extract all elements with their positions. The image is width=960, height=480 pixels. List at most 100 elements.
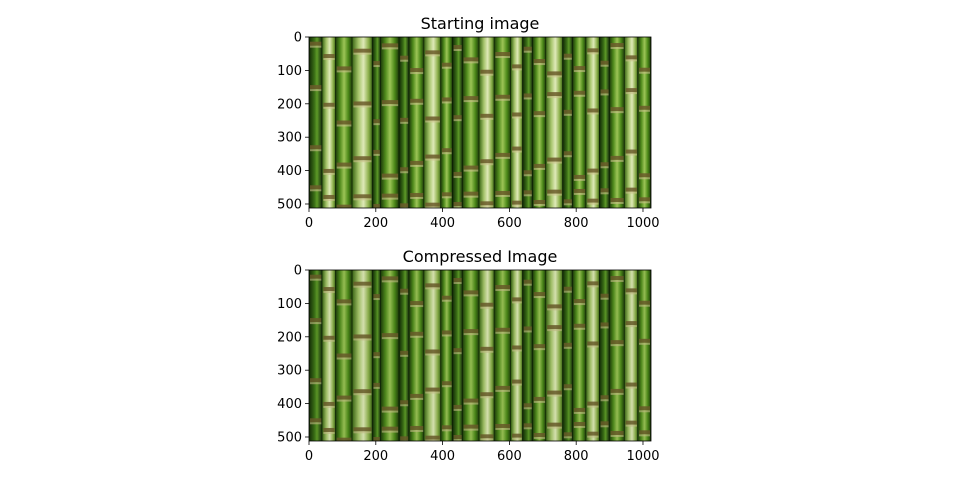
bamboo-node: [523, 170, 532, 175]
bamboo-node: [547, 304, 562, 309]
bamboo-node-highlight: [441, 66, 452, 69]
bamboo-stalk: [494, 37, 512, 208]
bamboo-node-highlight: [600, 297, 609, 300]
bamboo-stalk: [562, 37, 573, 208]
bamboo-stalk: [462, 37, 480, 208]
bamboo-node: [336, 437, 352, 441]
bamboo-node: [480, 392, 494, 397]
bamboo-node: [523, 93, 532, 98]
bamboo-node: [410, 393, 424, 398]
bamboo-stalk: [440, 270, 453, 441]
bamboo-node: [625, 420, 637, 425]
bamboo-node-highlight: [523, 194, 532, 197]
bamboo-node-highlight: [453, 282, 462, 285]
bamboo-node-highlight: [563, 436, 572, 439]
bamboo-node-highlight: [610, 392, 624, 395]
y-tick-label: 500: [277, 197, 302, 212]
bamboo-node: [381, 173, 399, 178]
axes-frame: [308, 269, 652, 442]
bamboo-node-highlight: [453, 119, 462, 122]
bamboo-node-highlight: [600, 192, 609, 195]
bamboo-node-highlight: [512, 383, 522, 386]
bamboo-node: [533, 432, 546, 437]
bamboo-node: [523, 403, 532, 408]
bamboo-node-highlight: [381, 104, 399, 107]
bamboo-stalk: [511, 270, 523, 441]
bamboo-stalk: [572, 270, 587, 441]
bamboo-node-highlight: [463, 100, 479, 103]
bamboo-node-highlight: [563, 57, 572, 60]
bamboo-node: [587, 108, 599, 113]
bamboo-stalk: [599, 270, 610, 441]
bamboo-node: [353, 389, 372, 394]
bamboo-node: [353, 334, 372, 339]
bamboo-node: [410, 425, 424, 430]
x-tick-label: 400: [430, 449, 455, 464]
bamboo-node-highlight: [453, 438, 462, 441]
bamboo-node-highlight: [625, 92, 637, 95]
bamboo-node-highlight: [563, 346, 572, 349]
bamboo-node-highlight: [547, 193, 562, 196]
bamboo-node: [323, 54, 335, 59]
bamboo-stalk: [424, 37, 441, 208]
bamboo-node: [573, 421, 586, 426]
bamboo-node: [512, 146, 522, 151]
bamboo-node: [523, 190, 532, 195]
bamboo-node-highlight: [547, 426, 562, 429]
bamboo-node: [533, 396, 546, 401]
bamboo-node-highlight: [563, 388, 572, 391]
bamboo-node: [400, 167, 409, 172]
bamboo-node-highlight: [323, 339, 335, 342]
bamboo-node-highlight: [512, 150, 522, 153]
bamboo-node: [547, 71, 562, 76]
bamboo-node: [480, 113, 494, 118]
y-tick-label: 100: [277, 64, 302, 79]
bamboo-stalk: [409, 37, 425, 208]
bamboo-node: [400, 400, 409, 405]
bamboo-node-highlight: [600, 64, 609, 67]
bamboo-node: [563, 199, 572, 204]
bamboo-node-highlight: [533, 436, 546, 439]
bamboo-node: [638, 430, 650, 435]
bamboo-node-highlight: [463, 428, 479, 431]
bamboo-node: [353, 48, 372, 53]
bamboo-node: [336, 299, 352, 304]
bamboo-node: [638, 105, 650, 110]
bamboo-node-highlight: [495, 289, 511, 292]
bamboo-node: [533, 199, 546, 204]
bamboo-node: [512, 433, 522, 438]
bamboo-node: [381, 333, 399, 338]
bamboo-node: [638, 197, 650, 202]
bamboo-node: [453, 171, 462, 176]
bamboo-node-highlight: [463, 169, 479, 172]
bamboo-node-highlight: [533, 167, 546, 170]
bamboo-node: [453, 278, 462, 283]
bamboo-node: [625, 55, 637, 60]
bamboo-node: [563, 151, 572, 156]
bamboo-node-highlight: [336, 166, 352, 169]
bamboo-node-highlight: [410, 305, 424, 308]
bamboo-node-highlight: [600, 93, 609, 96]
bamboo-node-highlight: [463, 195, 479, 198]
y-tick-label: 200: [277, 97, 302, 112]
bamboo-stalk: [546, 37, 563, 208]
bamboo-node-highlight: [638, 434, 650, 437]
x-tick-label: 400: [430, 216, 455, 231]
bamboo-node-highlight: [310, 422, 322, 425]
bamboo-node-highlight: [373, 298, 380, 301]
bamboo-node: [310, 85, 322, 90]
bamboo-node: [381, 276, 399, 281]
bamboo-node: [600, 293, 609, 298]
bamboo-node: [625, 288, 637, 293]
bamboo-node: [480, 159, 494, 164]
bamboo-node-highlight: [563, 290, 572, 293]
chart-title: Starting image: [421, 14, 540, 33]
y-tick-label: 100: [277, 297, 302, 312]
bamboo-node: [573, 90, 586, 95]
bamboo-node-highlight: [512, 349, 522, 352]
image-content: [309, 37, 651, 208]
bamboo-node: [495, 94, 511, 99]
x-tick-label: 1000: [626, 216, 659, 231]
bamboo-node-highlight: [573, 425, 586, 428]
bamboo-node: [547, 390, 562, 395]
